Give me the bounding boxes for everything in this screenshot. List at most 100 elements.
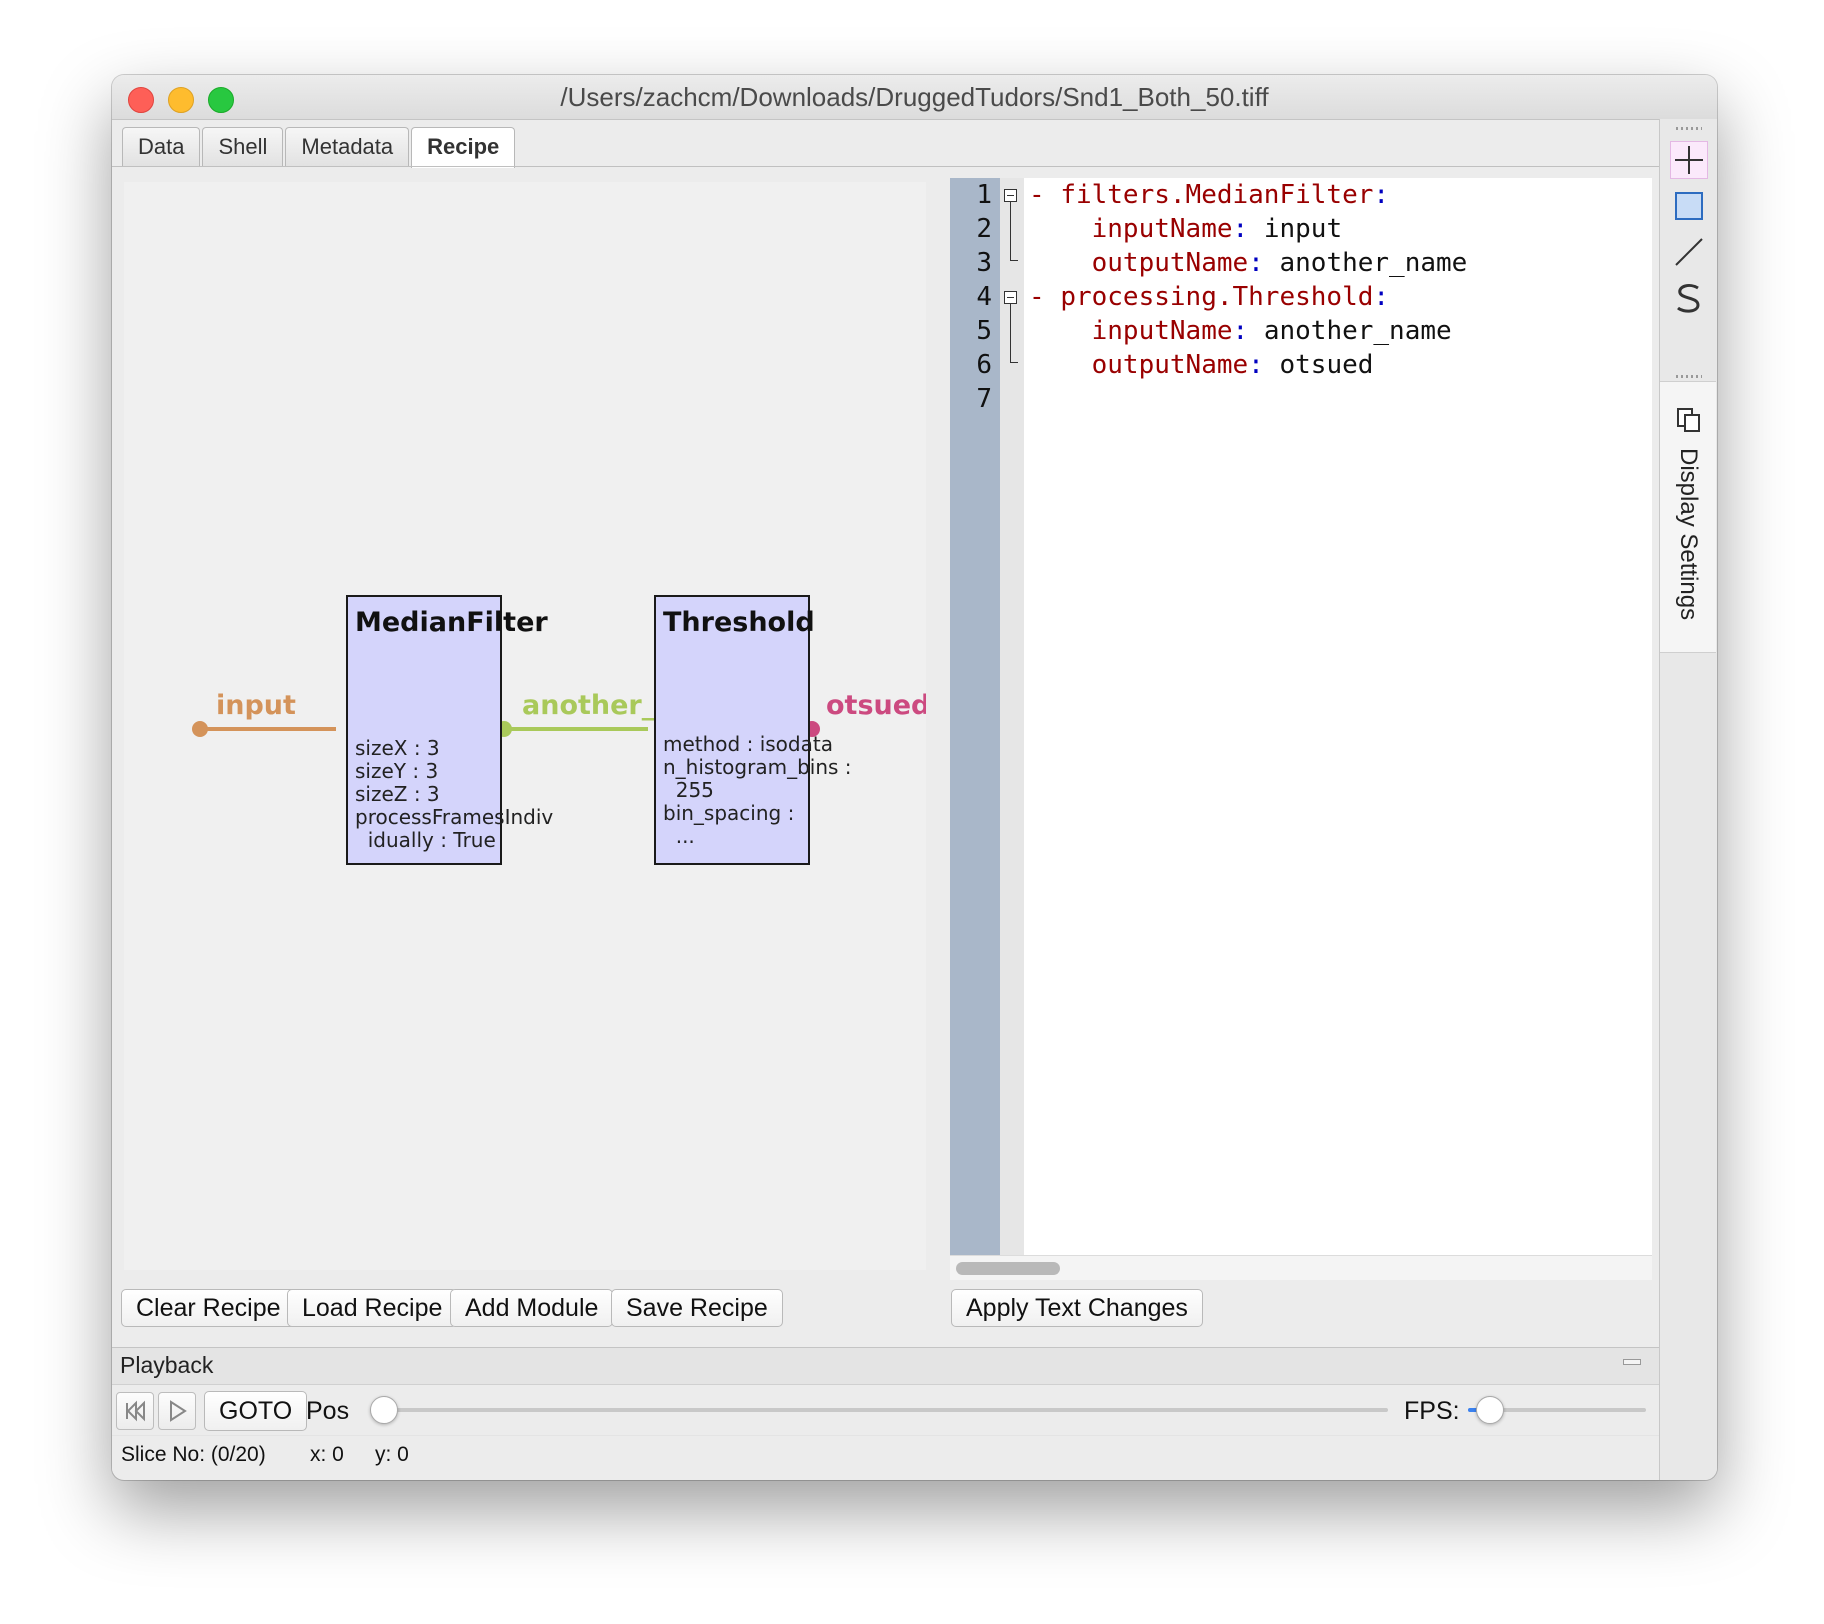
list-dash: - <box>1029 282 1061 312</box>
node-param: 255 <box>663 778 714 802</box>
input-port[interactable] <box>192 721 208 737</box>
play-button[interactable] <box>158 1392 196 1430</box>
maximize-window-button[interactable] <box>208 87 234 113</box>
toolbar-grip[interactable] <box>1676 127 1702 130</box>
recipe-graph-links <box>192 721 820 737</box>
slice-number-readout: Slice No: (0/20) <box>121 1443 266 1466</box>
node-param: idually : True <box>355 828 496 852</box>
yaml-key: outputName <box>1091 248 1249 278</box>
list-dash <box>1060 248 1091 278</box>
playback-controls: GOTO Pos FPS: <box>112 1384 1659 1435</box>
yaml-value: another_name <box>1263 248 1468 278</box>
yaml-key: inputName <box>1091 316 1233 346</box>
node-param: bin_spacing : <box>663 801 795 825</box>
list-dash <box>1060 316 1091 346</box>
code-line[interactable]: inputName: another_name <box>1029 316 1452 346</box>
playback-panel: Playback GOTO Pos FPS: <box>112 1347 1659 1436</box>
threshold-node-title: Threshold <box>663 607 815 638</box>
goto-button[interactable]: GOTO <box>204 1391 308 1431</box>
line-number: 3 <box>976 248 992 278</box>
code-line[interactable]: - filters.MedianFilter: <box>1029 180 1389 210</box>
yaml-key: outputName <box>1091 350 1249 380</box>
right-toolbar: Display Settings <box>1659 119 1717 1480</box>
yaml-colon: : <box>1373 282 1390 312</box>
pos-label: Pos <box>306 1397 350 1425</box>
load-recipe-button[interactable]: Load Recipe <box>287 1289 458 1327</box>
node-param: method : isodata <box>663 732 833 756</box>
line-number: 1 <box>976 180 992 210</box>
median-filter-node-title: MedianFilter <box>355 607 548 638</box>
fps-slider-track[interactable] <box>1468 1408 1646 1412</box>
fold-guide-end <box>1010 260 1018 261</box>
line-number: 7 <box>976 384 992 414</box>
tab-data[interactable]: Data <box>122 127 201 166</box>
fold-toggle-icon[interactable] <box>1004 189 1017 202</box>
display-settings-tab[interactable]: Display Settings <box>1660 381 1716 653</box>
line-number: 2 <box>976 214 992 244</box>
fold-column <box>1000 178 1024 1255</box>
save-recipe-button[interactable]: Save Recipe <box>611 1289 783 1327</box>
median-filter-node-params: sizeX : 3 sizeY : 3 sizeZ : 3 processFra… <box>355 737 553 852</box>
play-icon <box>170 1400 187 1422</box>
tab-bar: Data Shell Metadata Recipe <box>122 127 517 168</box>
fold-guide <box>1010 304 1011 362</box>
editor-scrollbar-thumb[interactable] <box>956 1262 1060 1275</box>
line-number: 4 <box>976 282 992 312</box>
x-coordinate-readout: x: 0 <box>310 1443 344 1466</box>
threshold-node[interactable]: Threshold method : isodata n_histogram_b… <box>654 595 852 865</box>
tab-shell[interactable]: Shell <box>202 127 284 166</box>
code-line[interactable]: inputName: input <box>1029 214 1342 244</box>
code-line[interactable]: outputName: otsued <box>1029 350 1374 380</box>
app-window: /Users/zachcm/Downloads/DruggedTudors/Sn… <box>112 75 1717 1480</box>
yaml-colon: : <box>1373 180 1390 210</box>
minimize-window-button[interactable] <box>168 87 194 113</box>
yaml-key: inputName <box>1091 214 1233 244</box>
fps-label: FPS: <box>1404 1397 1460 1425</box>
tab-recipe[interactable]: Recipe <box>411 127 516 168</box>
node-param: n_histogram_bins : <box>663 755 852 779</box>
pos-slider-handle[interactable] <box>370 1396 398 1424</box>
recipe-text-editor[interactable]: 1 2 3 4 5 6 7 - filters.MedianFilter: in… <box>950 178 1652 1255</box>
toolbar-grip[interactable] <box>1676 375 1702 378</box>
collapse-panel-icon[interactable] <box>1623 1359 1641 1365</box>
input-port-label: input <box>216 690 296 721</box>
curve-tool-icon[interactable] <box>1670 279 1708 317</box>
node-param: sizeZ : 3 <box>355 782 440 806</box>
code-line[interactable]: - processing.Threshold: <box>1029 282 1389 312</box>
line-number: 5 <box>976 316 992 346</box>
yaml-value: otsued <box>1263 350 1374 380</box>
clear-recipe-button[interactable]: Clear Recipe <box>121 1289 296 1327</box>
node-param: processFramesIndiv <box>355 805 554 829</box>
editor-horizontal-scrollbar[interactable] <box>950 1255 1652 1280</box>
layers-icon <box>1675 406 1703 434</box>
pos-slider-track[interactable] <box>370 1408 1388 1412</box>
code-line[interactable]: outputName: another_name <box>1029 248 1468 278</box>
tab-metadata[interactable]: Metadata <box>285 127 410 166</box>
crosshair-icon[interactable] <box>1670 141 1708 179</box>
yaml-colon: : <box>1248 350 1264 380</box>
threshold-node-params: method : isodata n_histogram_bins : 255 … <box>663 733 852 848</box>
rectangle-select-icon[interactable] <box>1670 187 1708 225</box>
close-window-button[interactable] <box>128 87 154 113</box>
add-module-button[interactable]: Add Module <box>450 1289 614 1327</box>
recipe-graph-canvas[interactable]: input MedianFilter sizeX : 3 sizeY : 3 s… <box>124 182 926 1270</box>
median-filter-node[interactable]: MedianFilter sizeX : 3 sizeY : 3 sizeZ :… <box>346 595 553 865</box>
fold-toggle-icon[interactable] <box>1004 291 1017 304</box>
playback-title: Playback <box>120 1352 214 1378</box>
fold-guide-end <box>1010 362 1018 363</box>
fps-slider-handle[interactable] <box>1475 1396 1504 1424</box>
fold-guide <box>1010 202 1011 260</box>
y-coordinate-readout: y: 0 <box>375 1443 409 1466</box>
list-dash <box>1060 350 1091 380</box>
apply-text-changes-button[interactable]: Apply Text Changes <box>951 1289 1203 1327</box>
title-bar[interactable]: /Users/zachcm/Downloads/DruggedTudors/Sn… <box>112 75 1717 120</box>
rewind-button[interactable] <box>116 1392 154 1430</box>
yaml-colon: : <box>1248 248 1264 278</box>
status-bar: Slice No: (0/20) x: 0 y: 0 <box>112 1437 1659 1473</box>
display-settings-label: Display Settings <box>1675 448 1702 621</box>
yaml-value: another_name <box>1248 316 1452 346</box>
node-param: ... <box>663 824 695 848</box>
line-number: 6 <box>976 350 992 380</box>
list-dash <box>1060 214 1091 244</box>
line-tool-icon[interactable] <box>1670 233 1708 271</box>
